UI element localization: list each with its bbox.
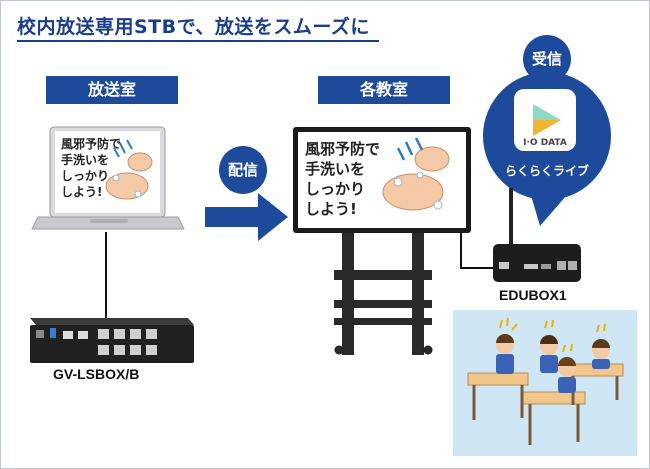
broadcast-room-label: 放送室 <box>46 76 178 104</box>
display-screen-message: 風邪予防で 手洗いを しっかり しよう! <box>305 140 381 218</box>
laptop-icon <box>31 126 185 230</box>
app-name: らくらくライブ <box>504 164 589 178</box>
laptop-screen-message: 風邪予防で 手洗いを しっかり しよう! <box>61 137 122 199</box>
tv-stand-icon <box>334 233 433 355</box>
classroom-label: 各教室 <box>318 76 450 104</box>
cable-display-stb <box>460 233 496 269</box>
brand-logo-text: I·O DATA <box>523 138 567 148</box>
edubox-stb-icon <box>493 188 581 282</box>
receive-label: 受信 <box>523 35 571 83</box>
recorder-caption: GV-LSBOX/B <box>53 366 140 382</box>
title-underline <box>17 40 379 42</box>
classroom-students-illustration <box>453 310 637 456</box>
display-monitor-icon <box>293 127 471 233</box>
distribute-label: 配信 <box>219 146 267 194</box>
recorder-device-icon <box>30 318 194 363</box>
stb-caption: EDUBOX1 <box>499 287 567 303</box>
receive-speech-bubble <box>483 72 611 226</box>
distribute-arrow <box>205 193 288 241</box>
page-title: 校内放送専用STBで、放送をスムーズに <box>17 16 370 38</box>
